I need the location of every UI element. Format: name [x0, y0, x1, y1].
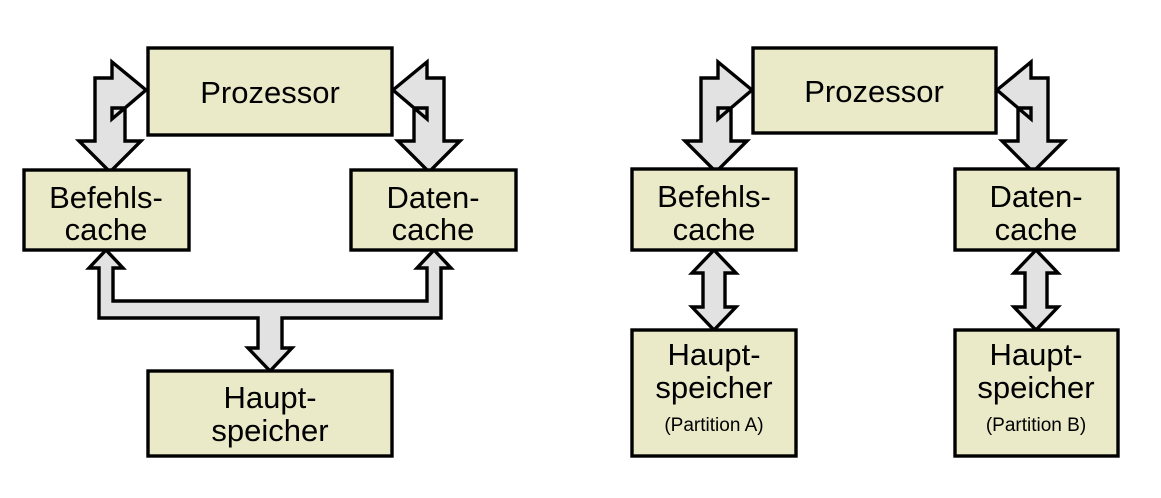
label-instruction-cache-left-line1: Befehls-: [49, 180, 163, 215]
label-data-cache-right-line1: Daten-: [989, 179, 1082, 214]
label-instruction-cache-left-line2: cache: [65, 212, 148, 247]
label-instruction-cache-right-line1: Befehls-: [657, 179, 771, 214]
left-diagram-group: Prozessor Befehls- cache Daten- cache Ha…: [22, 46, 518, 458]
arrow-processor-data-cache-right: [994, 58, 1069, 175]
label-memory-a-partition: (Partition A): [664, 415, 763, 436]
arrow-caches-main-memory-left: [85, 247, 455, 374]
box-instruction-cache-right: [630, 167, 798, 252]
box-main-memory-partition-b: [953, 328, 1120, 458]
label-data-cache-right-line2: cache: [995, 212, 1078, 247]
arrow-processor-instruction-cache-right: [680, 58, 755, 175]
arrow-instruction-cache-memory-a: [688, 247, 740, 333]
label-processor-right: Prozessor: [804, 74, 944, 109]
label-main-memory-left-line2: speicher: [211, 413, 328, 448]
label-memory-a-line1: Haupt-: [667, 337, 760, 372]
label-instruction-cache-right-line2: cache: [673, 212, 756, 247]
box-instruction-cache-left: [22, 168, 191, 252]
box-main-memory-partition-a: [630, 328, 798, 458]
label-processor-left: Prozessor: [200, 75, 340, 110]
label-memory-a-line2: speicher: [655, 370, 772, 405]
box-processor-left: [146, 46, 394, 137]
box-main-memory-left: [146, 369, 394, 458]
label-memory-b-line1: Haupt-: [989, 337, 1082, 372]
label-data-cache-left-line1: Daten-: [386, 180, 479, 215]
arrow-processor-instruction-cache-left: [74, 58, 149, 175]
arrow-processor-data-cache-left: [390, 58, 465, 175]
box-data-cache-right: [953, 167, 1120, 252]
arrow-data-cache-memory-b: [1010, 247, 1062, 333]
label-main-memory-left-line1: Haupt-: [223, 380, 316, 415]
right-diagram-group: Prozessor Befehls- cache Daten- cache Ha…: [630, 46, 1120, 458]
label-memory-b-line2: speicher: [977, 370, 1094, 405]
box-processor-right: [751, 46, 998, 135]
label-data-cache-left-line2: cache: [392, 212, 475, 247]
label-memory-b-partition: (Partition B): [986, 415, 1086, 436]
box-data-cache-left: [349, 168, 518, 252]
